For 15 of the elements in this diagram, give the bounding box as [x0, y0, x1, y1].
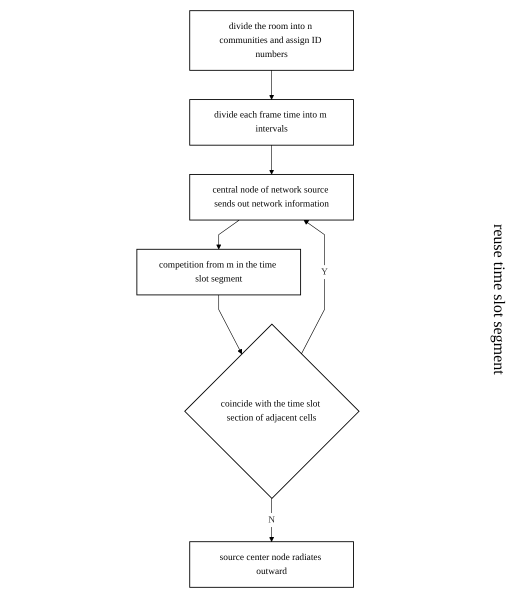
arrow [216, 220, 240, 250]
arrow [218, 294, 242, 354]
arrow [268, 144, 274, 175]
node-box: source center node radiates outward [188, 541, 354, 588]
node-box: divide the room into n communities and assign ID numbers [188, 10, 354, 71]
arrow [268, 498, 274, 542]
node-box: competition from m in the time slot segment [136, 248, 301, 296]
edge-label: N [268, 514, 275, 525]
arrow [300, 220, 324, 354]
edge-label: Y [320, 266, 328, 277]
arrow [268, 70, 274, 100]
node-box: central node of network source sends out network information [188, 174, 354, 220]
note-text: reuse time slot segment [489, 224, 507, 374]
node-box: divide each frame time into m intervals [188, 99, 354, 146]
node-diamond: coincide with the time slot section of adjacent cells [184, 324, 360, 500]
